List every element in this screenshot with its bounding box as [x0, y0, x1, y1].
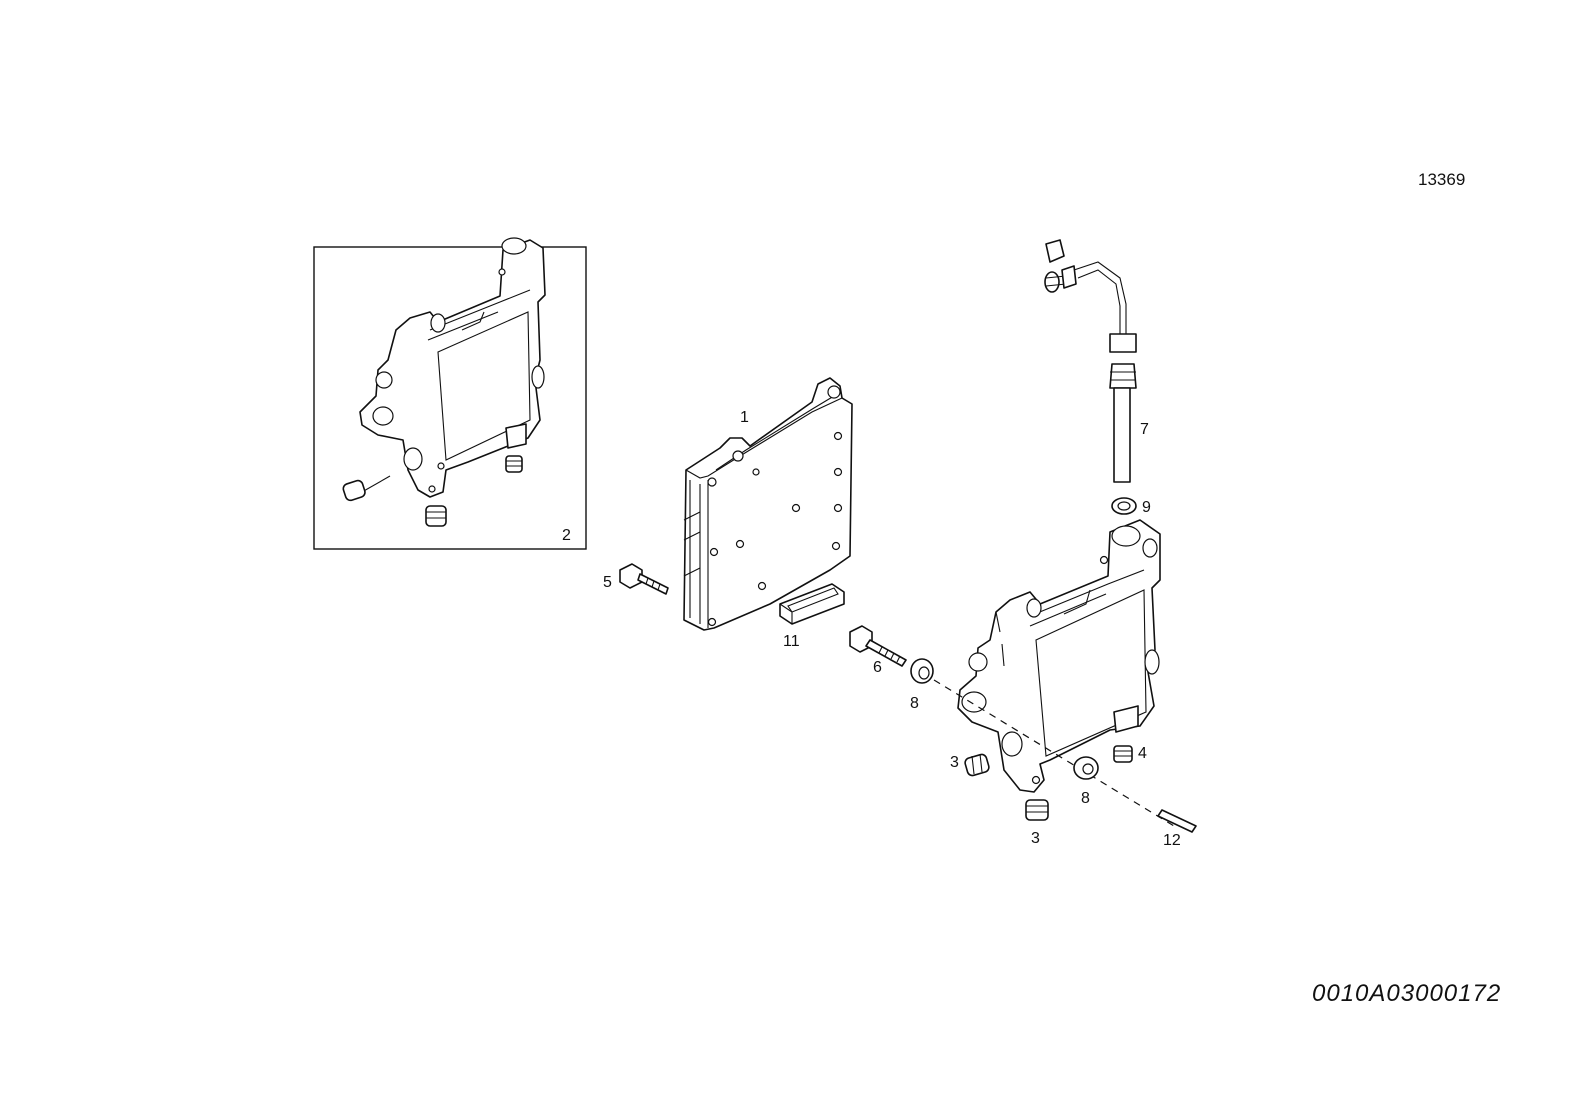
pin-12: 12 [1157, 809, 1197, 849]
inset-plug-left [342, 475, 391, 502]
callout-11: 11 [783, 633, 800, 650]
inset-port-top [501, 237, 527, 255]
bolt-6: 6 [849, 625, 907, 676]
pipe-7: 7 [1044, 239, 1149, 483]
inset-assembly-2: 2 [313, 237, 587, 550]
bolt-5: 5 [603, 563, 669, 595]
inset-plug-small [505, 455, 523, 473]
main-housing [957, 519, 1161, 793]
callout-5: 5 [603, 574, 612, 591]
callout-1: 1 [740, 409, 749, 426]
housing-port-top [1111, 525, 1141, 547]
callout-4: 4 [1138, 745, 1147, 762]
seal-9: 9 [1111, 497, 1151, 516]
callout-7: 7 [1140, 421, 1149, 438]
callout-9: 9 [1142, 499, 1151, 516]
inset-frame [313, 246, 587, 550]
callout-8-upper: 8 [910, 695, 919, 712]
assembly-axis-line [933, 679, 1175, 827]
plug-3-bottom: 3 [1025, 799, 1049, 847]
control-module-1: 1 [683, 377, 853, 631]
plug-4: 4 [1113, 745, 1147, 763]
drawing-number: 13369 [1418, 170, 1466, 189]
callout-3-left: 3 [950, 754, 959, 771]
bushing-8-lower: 8 [1073, 756, 1099, 807]
callout-3-bottom: 3 [1031, 830, 1040, 847]
plug-3-left: 3 [950, 753, 990, 777]
callout-2: 2 [562, 527, 571, 544]
inset-plug-bottom [425, 505, 447, 527]
callout-12: 12 [1163, 832, 1181, 849]
callout-6: 6 [873, 659, 882, 676]
connector-seal-11: 11 [779, 583, 845, 650]
callout-8-lower: 8 [1081, 790, 1090, 807]
bushing-8-upper: 8 [910, 658, 934, 712]
document-code: 0010A03000172 [1312, 980, 1502, 1007]
